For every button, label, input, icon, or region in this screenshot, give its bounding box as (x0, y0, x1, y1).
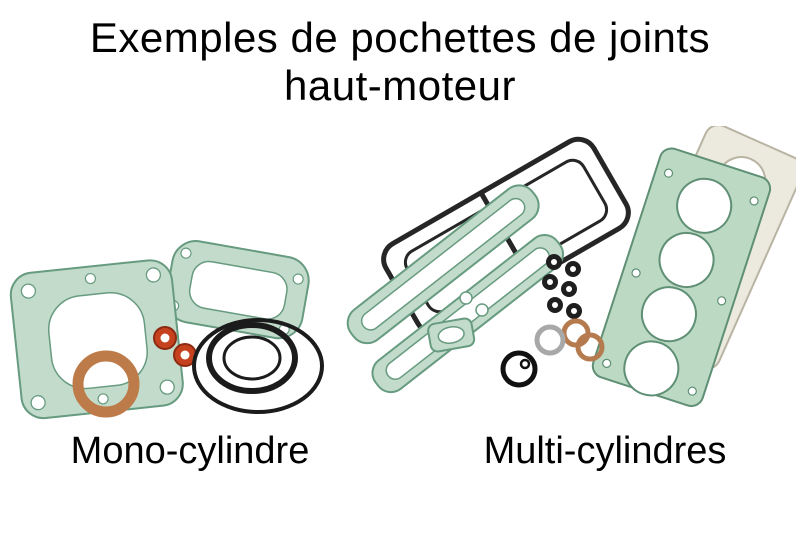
multi-long-gasket-2 (371, 234, 564, 394)
small-green-gasket (427, 317, 476, 353)
steel-washer (534, 324, 566, 356)
page-title: Exemples de pochettes de joints haut-mot… (0, 14, 800, 111)
multi-cylinder-gasket-set-image (336, 126, 796, 426)
red-seals (153, 326, 197, 367)
copper-washer-2 (575, 332, 605, 362)
large-o-ring (192, 318, 324, 414)
multi-head-gasket (591, 147, 772, 408)
inner-o-ring (222, 335, 282, 381)
multi-cylinder-caption: Multi-cylindres (483, 430, 727, 472)
multi-gasket-illustration (346, 126, 796, 408)
mid-o-ring (206, 322, 298, 394)
mono-cylinder-gasket-set-image (4, 226, 344, 426)
title-line-2: haut-moteur (284, 62, 516, 110)
title-line-1: Exemples de pochettes de joints (89, 14, 711, 61)
copper-washer-1 (561, 318, 591, 348)
mono-base-gasket (9, 259, 184, 420)
mono-valve-cover-gasket (165, 240, 310, 340)
black-ring-seal (500, 350, 538, 388)
multi-long-gasket-1 (346, 184, 540, 345)
small-grommet-2 (475, 303, 489, 317)
copper-washer (72, 350, 140, 418)
mono-cylinder-caption: Mono-cylindre (70, 430, 310, 472)
mono-gasket-illustration (9, 240, 324, 420)
valve-stem-seals (542, 254, 582, 319)
small-grommet-1 (459, 291, 473, 305)
